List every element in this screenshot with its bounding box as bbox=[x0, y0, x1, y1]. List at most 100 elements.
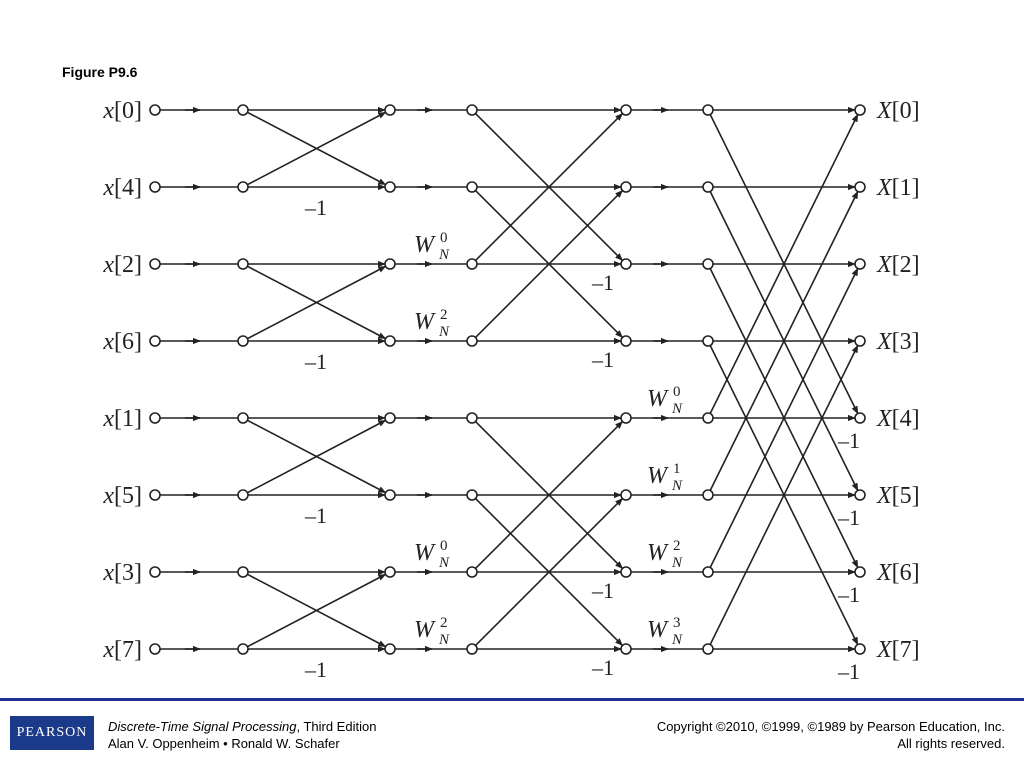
twiddle-base: W bbox=[647, 463, 669, 489]
flow-node bbox=[384, 489, 396, 501]
output-label-index: [0] bbox=[892, 98, 920, 124]
twiddle-subscript: N bbox=[671, 401, 683, 417]
flow-node bbox=[466, 258, 478, 270]
butterfly-cross bbox=[474, 112, 624, 262]
butterfly-cross bbox=[474, 189, 624, 339]
minus-one-label: –1 bbox=[304, 349, 327, 374]
flow-node bbox=[466, 643, 478, 655]
input-label-symbol: x bbox=[102, 406, 114, 432]
flow-node bbox=[384, 258, 396, 270]
flow-node bbox=[620, 104, 632, 116]
twiddle-exponent: 3 bbox=[673, 615, 681, 631]
flow-node bbox=[702, 181, 714, 193]
fft-flow-graph: x[0]x[4]x[2]x[6]x[1]x[5]x[3]x[7]X[0]X[1]… bbox=[102, 98, 920, 684]
flow-node bbox=[466, 335, 478, 347]
minus-one-label: –1 bbox=[304, 503, 327, 528]
flow-node bbox=[149, 181, 161, 193]
twiddle-exponent: 2 bbox=[440, 615, 448, 631]
input-label-symbol: x bbox=[102, 252, 114, 278]
twiddle-base: W bbox=[414, 617, 436, 643]
flow-node bbox=[620, 566, 632, 578]
output-label-index: [2] bbox=[892, 252, 920, 278]
flow-node bbox=[149, 258, 161, 270]
twiddle-subscript: N bbox=[438, 324, 450, 340]
twiddle-exponent: 0 bbox=[673, 384, 681, 400]
flow-node bbox=[384, 181, 396, 193]
butterfly-cross bbox=[474, 497, 624, 647]
output-label-index: [4] bbox=[892, 406, 920, 432]
flow-node bbox=[620, 335, 632, 347]
flow-node bbox=[237, 566, 249, 578]
input-label: x[0] bbox=[102, 98, 142, 124]
flow-node bbox=[466, 489, 478, 501]
minus-one-label: –1 bbox=[837, 505, 860, 530]
flow-node bbox=[854, 104, 866, 116]
input-label: x[1] bbox=[102, 406, 142, 432]
flow-node bbox=[854, 181, 866, 193]
butterfly-cross bbox=[709, 344, 859, 645]
twiddle-subscript: N bbox=[438, 555, 450, 571]
output-label-symbol: X bbox=[876, 175, 893, 201]
minus-one-label: –1 bbox=[591, 655, 614, 680]
flow-node bbox=[702, 258, 714, 270]
output-label-index: [1] bbox=[892, 175, 920, 201]
input-label-index: [2] bbox=[114, 252, 142, 278]
flow-graph-branches bbox=[160, 106, 859, 653]
output-label-index: [5] bbox=[892, 483, 920, 509]
flow-node bbox=[854, 643, 866, 655]
input-label-symbol: x bbox=[102, 329, 114, 355]
book-title: Discrete-Time Signal Processing bbox=[108, 719, 297, 734]
twiddle-base: W bbox=[414, 232, 436, 258]
flow-node bbox=[702, 412, 714, 424]
output-label: X[0] bbox=[876, 98, 920, 124]
book-edition: , Third Edition bbox=[296, 719, 377, 734]
flow-node bbox=[237, 258, 249, 270]
minus-one-label: –1 bbox=[837, 659, 860, 684]
input-label-index: [5] bbox=[114, 483, 142, 509]
output-label-symbol: X bbox=[876, 483, 893, 509]
flow-node bbox=[384, 643, 396, 655]
flow-node bbox=[620, 643, 632, 655]
book-authors: Alan V. Oppenheim • Ronald W. Schafer bbox=[108, 736, 340, 751]
flow-node bbox=[854, 258, 866, 270]
flow-node bbox=[854, 489, 866, 501]
output-label: X[7] bbox=[876, 637, 920, 663]
rights-line: All rights reserved. bbox=[897, 736, 1005, 751]
input-label: x[4] bbox=[102, 175, 142, 201]
input-label: x[6] bbox=[102, 329, 142, 355]
input-label-index: [3] bbox=[114, 560, 142, 586]
twiddle-base: W bbox=[647, 386, 669, 412]
twiddle-subscript: N bbox=[671, 555, 683, 571]
butterfly-cross bbox=[709, 267, 859, 568]
copyright-notice: Copyright ©2010, ©1999, ©1989 by Pearson… bbox=[657, 718, 1005, 752]
flow-node bbox=[466, 181, 478, 193]
flow-node bbox=[854, 335, 866, 347]
flow-node bbox=[702, 104, 714, 116]
flow-graph-nodes bbox=[149, 104, 866, 655]
flow-node bbox=[237, 104, 249, 116]
flow-node bbox=[384, 412, 396, 424]
output-label-index: [6] bbox=[892, 560, 920, 586]
flow-node bbox=[237, 489, 249, 501]
flow-node bbox=[702, 335, 714, 347]
twiddle-base: W bbox=[414, 309, 436, 335]
flow-node bbox=[237, 181, 249, 193]
figure-title: Figure P9.6 bbox=[62, 64, 138, 80]
output-label-symbol: X bbox=[876, 252, 893, 278]
twiddle-subscript: N bbox=[438, 632, 450, 648]
twiddle-subscript: N bbox=[671, 632, 683, 648]
minus-one-label: –1 bbox=[591, 270, 614, 295]
flow-node bbox=[702, 643, 714, 655]
flow-node bbox=[149, 566, 161, 578]
output-label-symbol: X bbox=[876, 98, 893, 124]
copyright-line: Copyright ©2010, ©1999, ©1989 by Pearson… bbox=[656, 719, 1005, 734]
input-label-index: [6] bbox=[114, 329, 142, 355]
output-label: X[5] bbox=[876, 483, 920, 509]
flow-node bbox=[149, 643, 161, 655]
flow-node bbox=[149, 104, 161, 116]
input-label-symbol: x bbox=[102, 637, 114, 663]
